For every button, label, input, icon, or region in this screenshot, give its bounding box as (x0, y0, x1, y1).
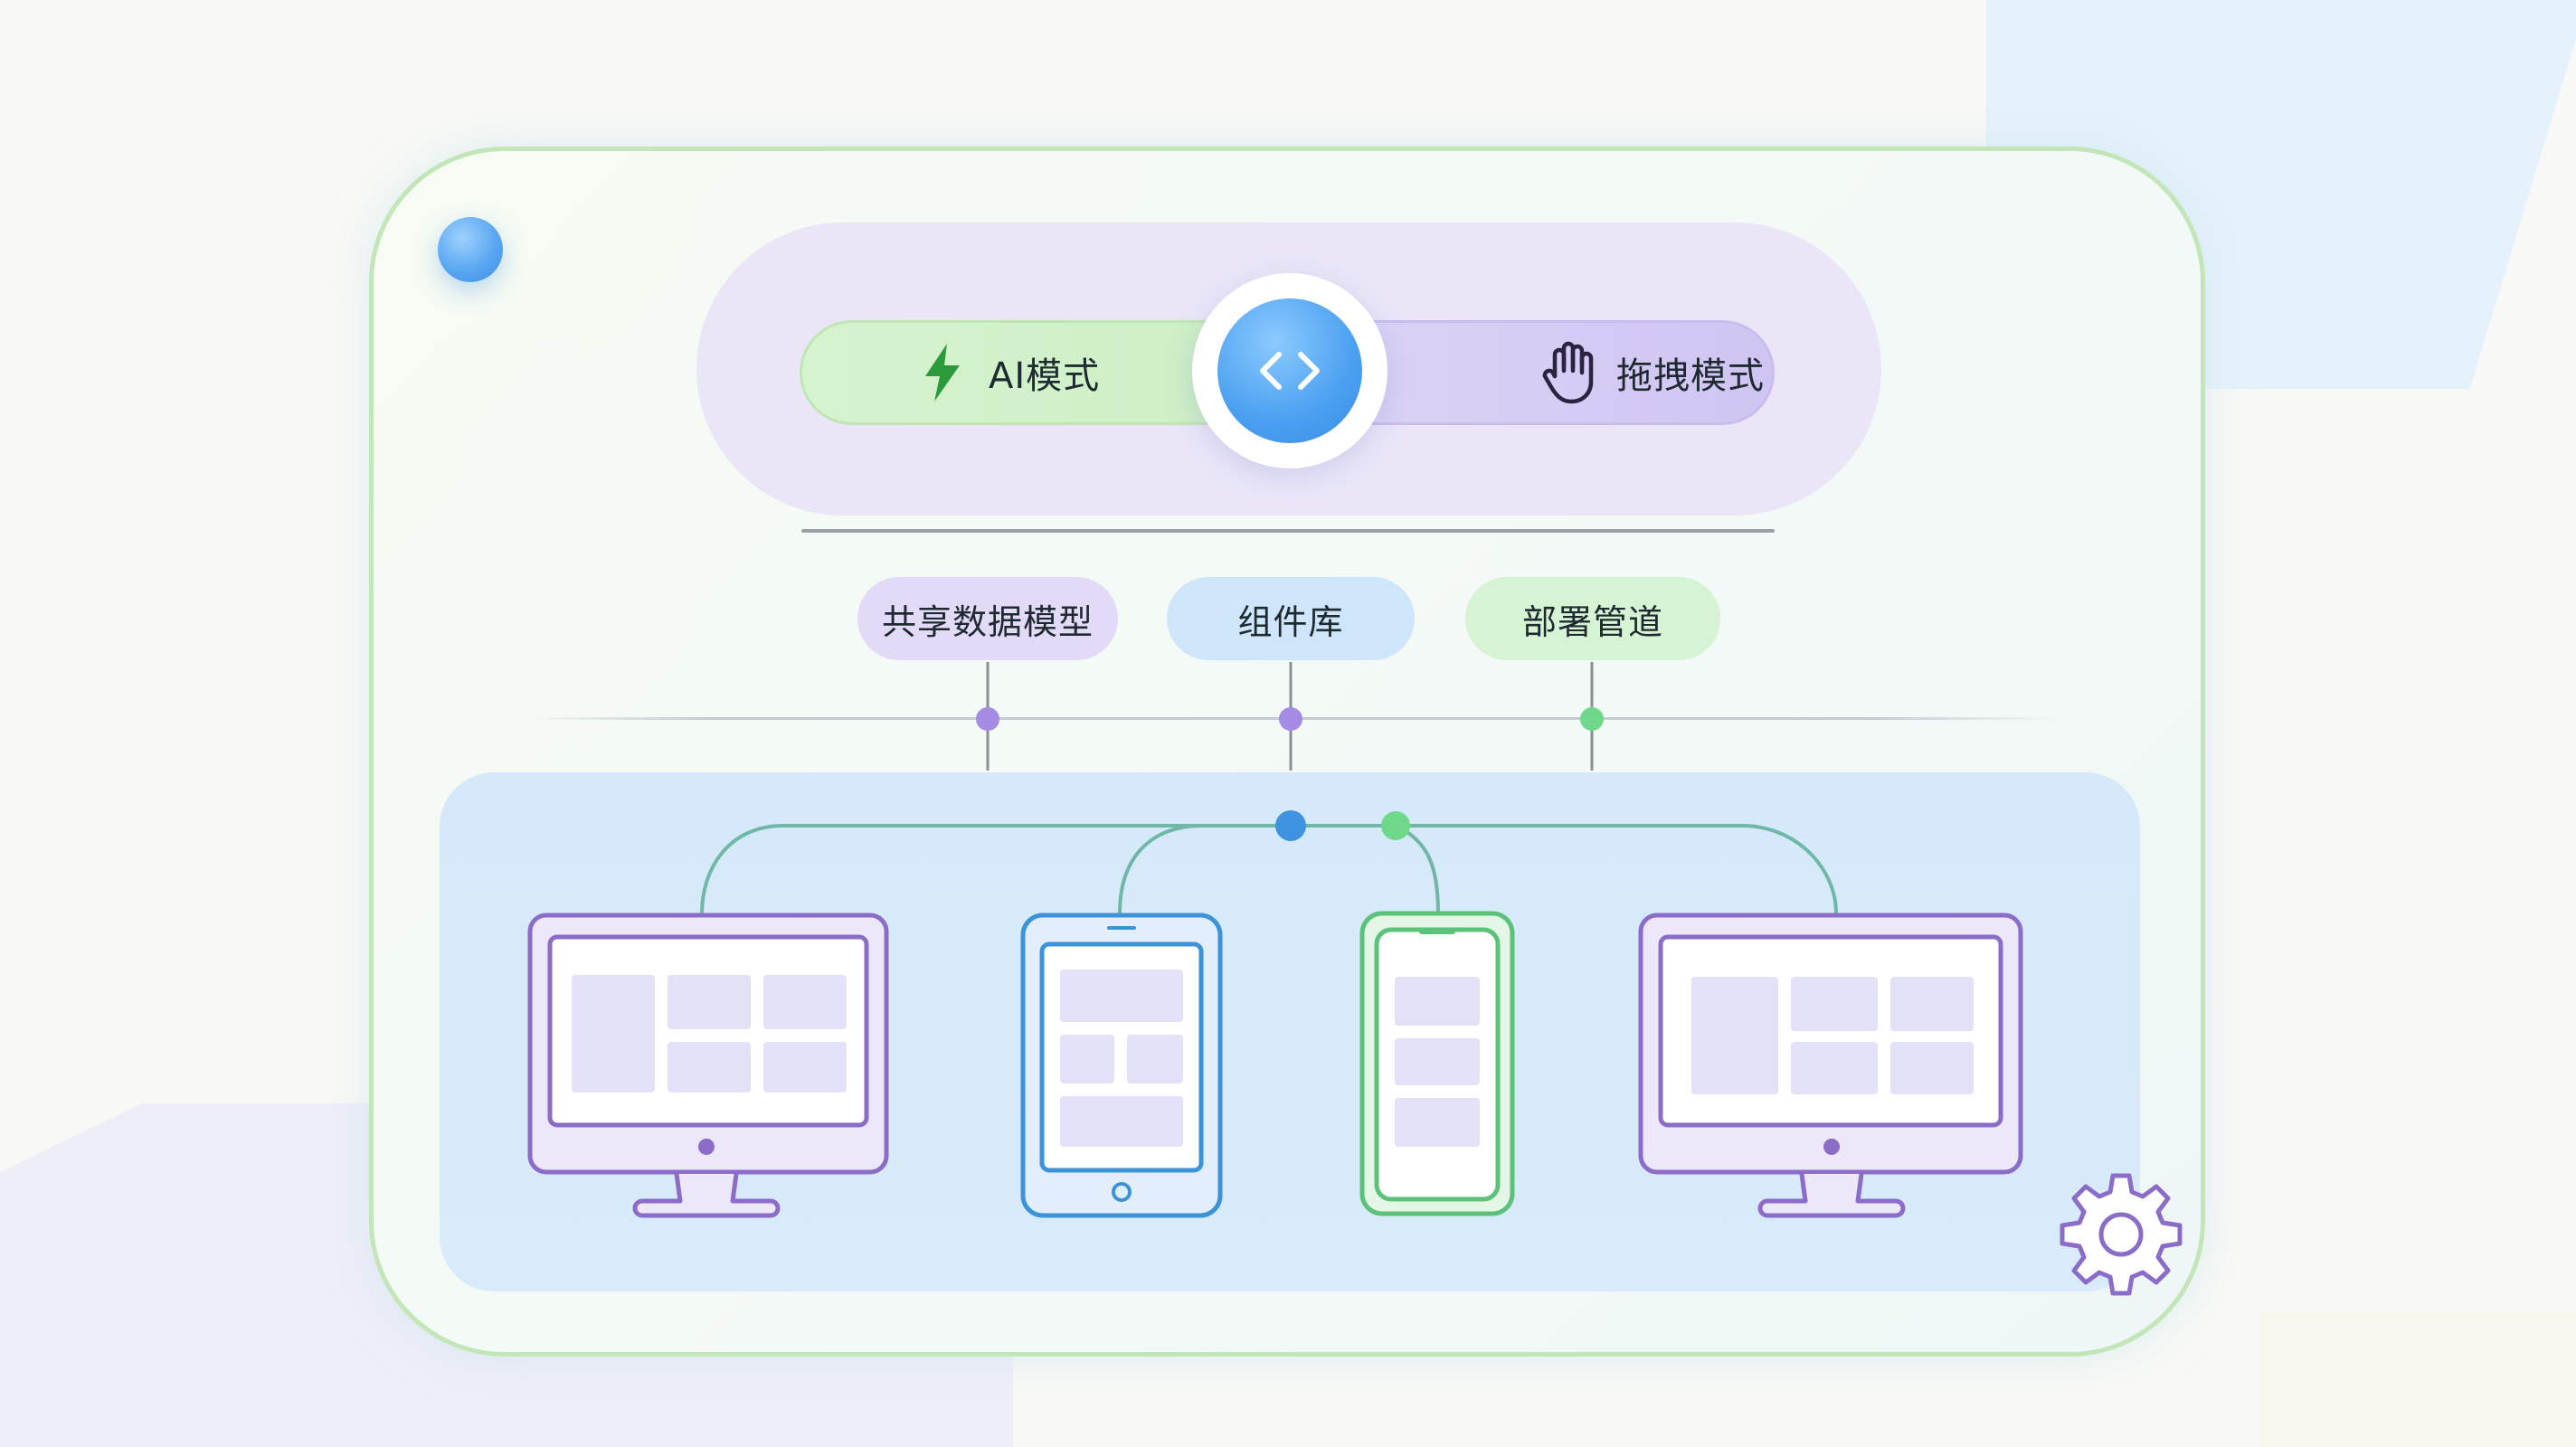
gear-icon[interactable] (2053, 1167, 2189, 1302)
tag-dots (976, 707, 1604, 731)
connector-desktops (700, 824, 1838, 914)
tag-dot-components (1279, 707, 1302, 731)
drag-mode-button[interactable]: 拖拽模式 (1312, 320, 1775, 425)
hub-dot-blue (1275, 810, 1306, 841)
tag-shared-data-model[interactable]: 共享数据模型 (857, 577, 1118, 660)
desktop-monitor-right (1638, 913, 2023, 1218)
code-brackets-icon (1217, 298, 1362, 443)
tag-dot-data (976, 707, 999, 731)
hand-icon (1540, 340, 1596, 405)
tag-dot-deploy (1580, 707, 1604, 731)
phone-device (1359, 911, 1515, 1216)
tag-component-library[interactable]: 组件库 (1167, 577, 1415, 660)
hub-dot-green (1381, 811, 1410, 840)
device-connectors (700, 824, 1838, 914)
section-divider (801, 529, 1775, 533)
background-shape-cream (2261, 1311, 2576, 1447)
status-dot (438, 217, 503, 282)
lightning-icon (920, 342, 965, 403)
connector-phone (1395, 824, 1440, 914)
tablet-device (1020, 913, 1223, 1218)
drag-mode-label: 拖拽模式 (1616, 355, 1765, 397)
desktop-monitor-left (527, 913, 889, 1218)
connector-tablet (1118, 824, 1293, 914)
tag-deployment-pipeline[interactable]: 部署管道 (1465, 577, 1720, 660)
ai-mode-label: AI模式 (989, 355, 1101, 397)
mode-toggle-button[interactable] (1192, 273, 1387, 468)
